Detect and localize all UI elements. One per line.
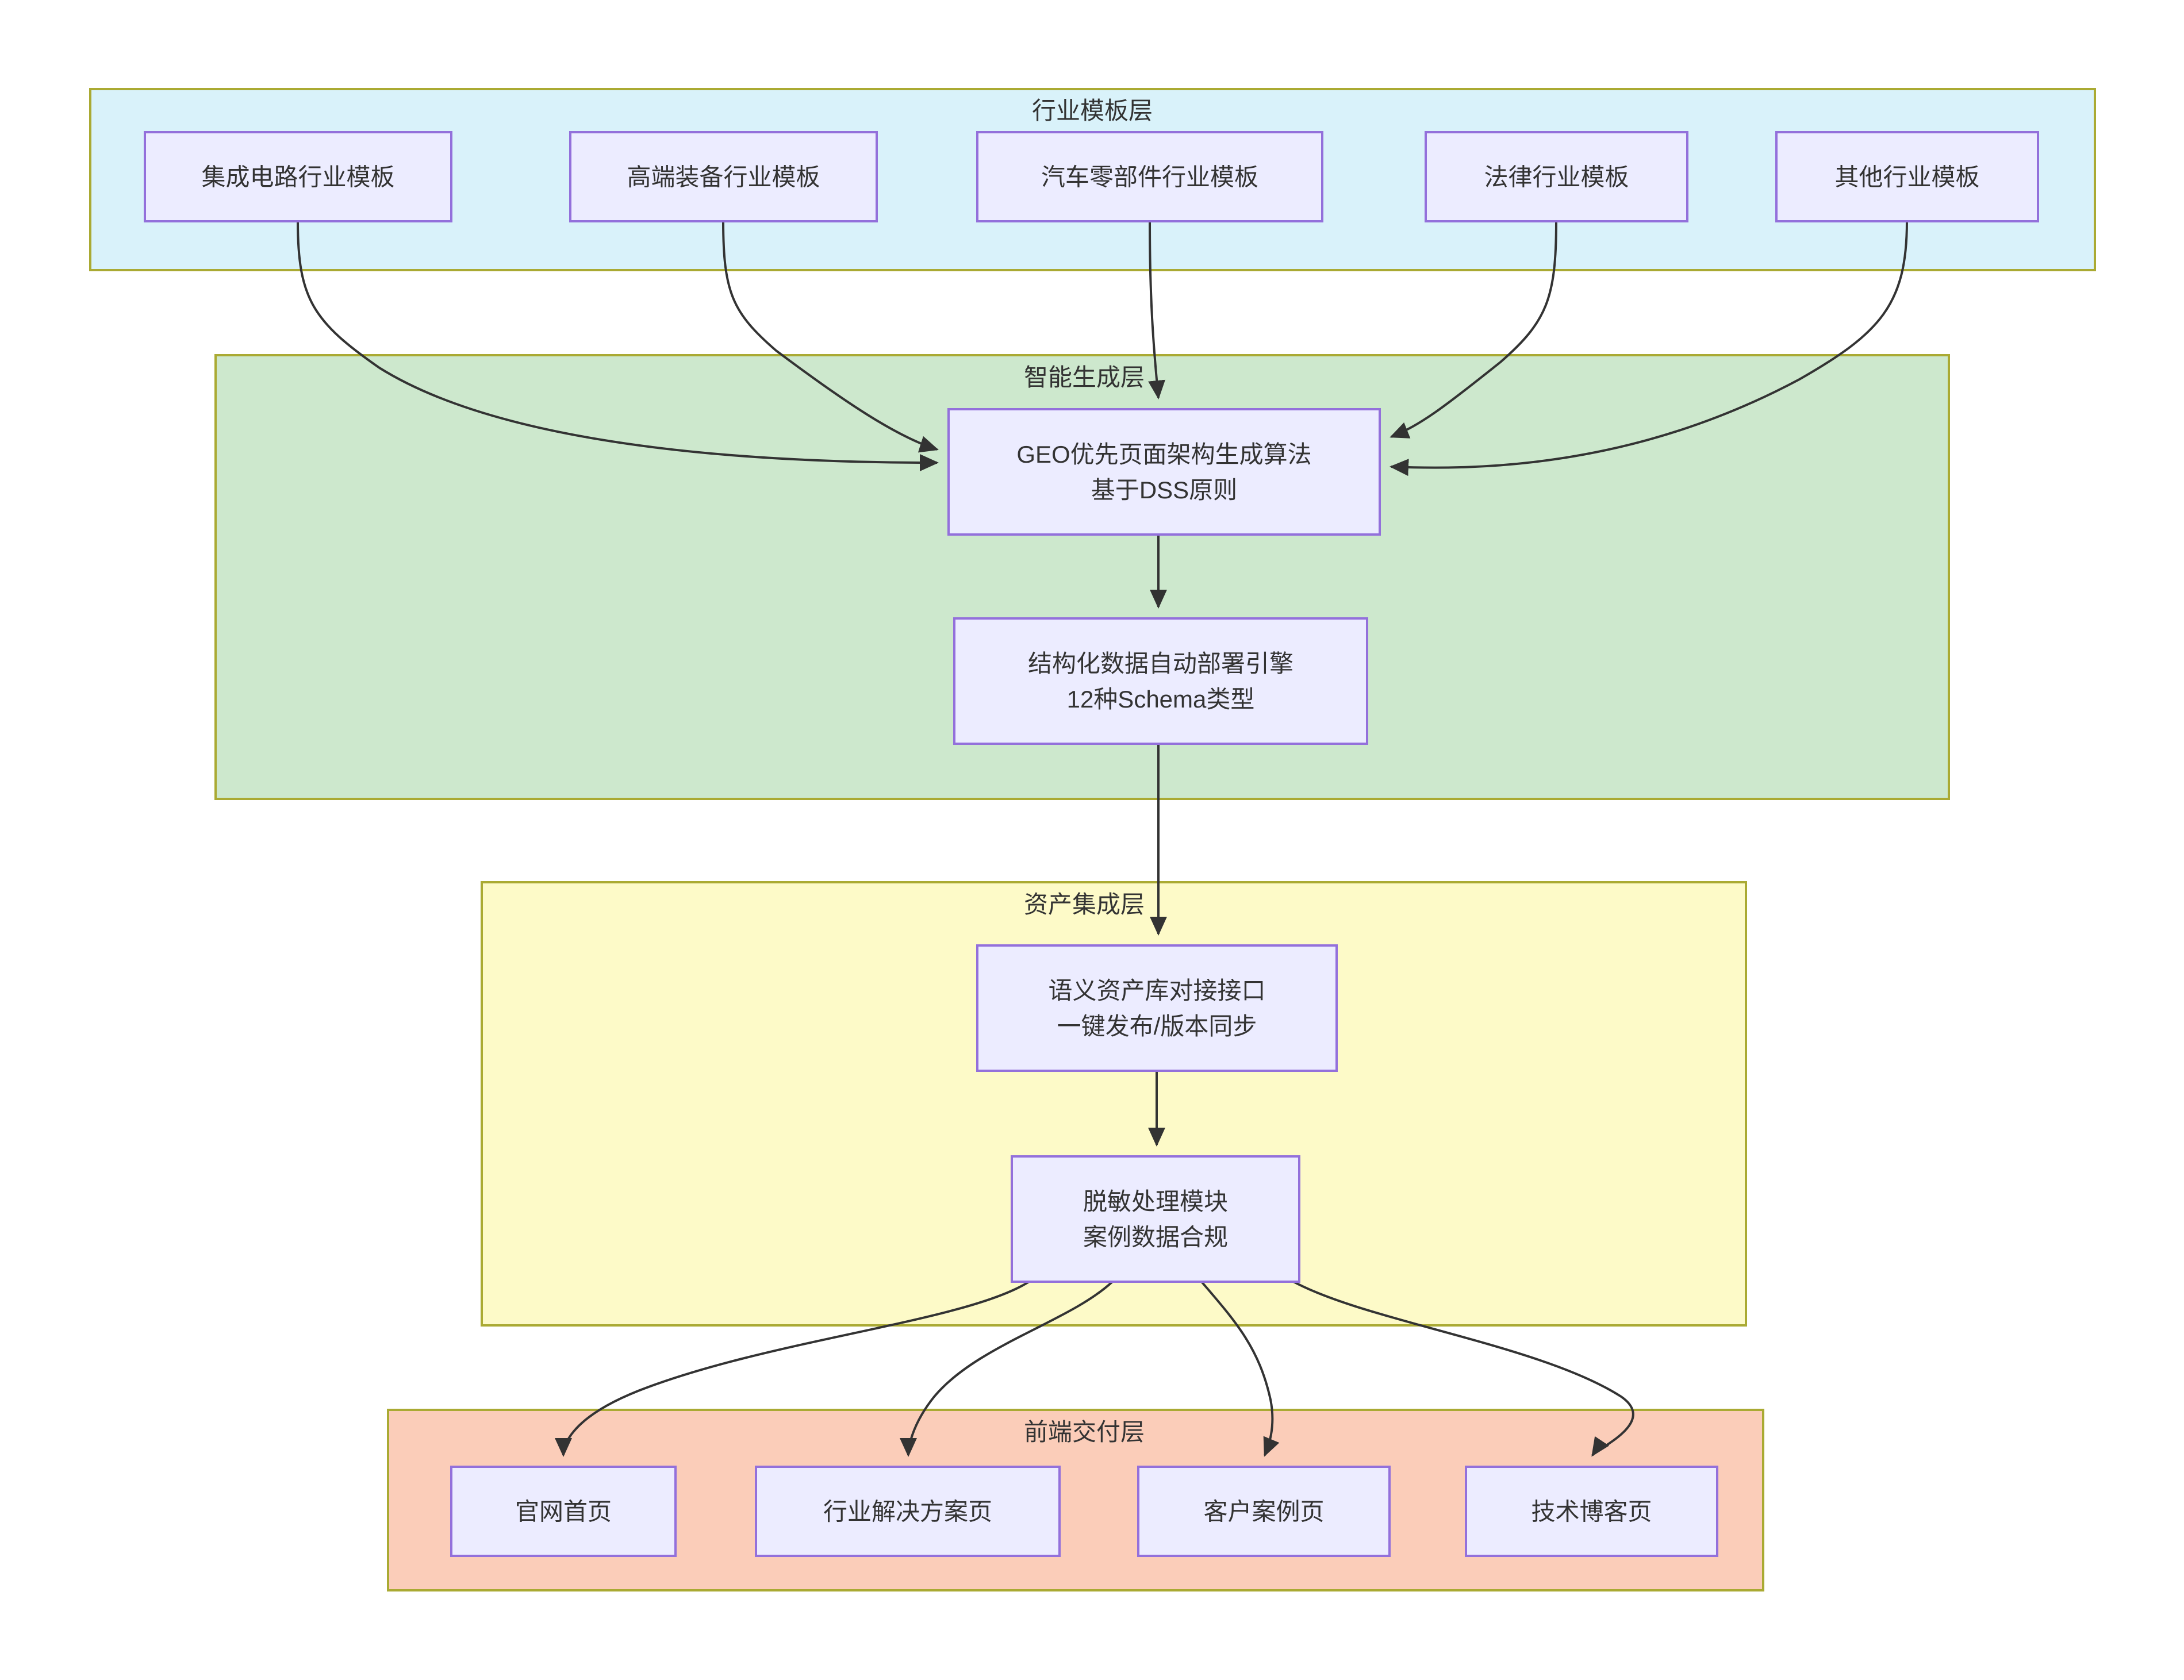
edge-auto-parts-template-to-geo-algorithm [1148, 221, 1166, 399]
node-label: 12种Schema类型 [1067, 686, 1255, 713]
edge-desensitization-to-homepage [555, 1281, 1030, 1457]
node-schema-engine[interactable]: 结构化数据自动部署引擎 12种Schema类型 [953, 617, 1368, 745]
node-industry-solution[interactable]: 行业解决方案页 [755, 1466, 1061, 1557]
node-auto-parts-template[interactable]: 汽车零部件行业模板 [976, 131, 1323, 222]
node-label: 技术博客页 [1531, 1498, 1652, 1525]
node-label: 脱敏处理模块 [1083, 1188, 1228, 1215]
cluster-title: 智能生成层 [1024, 364, 1145, 391]
node-label: 行业解决方案页 [823, 1498, 992, 1525]
node-box[interactable] [1011, 1155, 1300, 1283]
edge-desensitization-to-tech-blog [1293, 1281, 1634, 1457]
node-label: GEO优先页面架构生成算法 [1016, 441, 1311, 468]
node-box[interactable] [1425, 131, 1688, 222]
node-customer-case[interactable]: 客户案例页 [1137, 1466, 1391, 1557]
node-box[interactable] [144, 131, 452, 222]
node-box[interactable] [569, 131, 878, 222]
node-box[interactable] [947, 408, 1381, 536]
node-label: 法律行业模板 [1484, 164, 1629, 191]
edge-desensitization-to-customer-case [1200, 1281, 1280, 1457]
node-label: 其他行业模板 [1834, 164, 1979, 191]
cluster-title: 前端交付层 [1024, 1418, 1145, 1446]
node-box[interactable] [1775, 131, 2039, 222]
node-box[interactable] [976, 131, 1323, 222]
node-label: 汽车零部件行业模板 [1041, 164, 1258, 191]
node-box[interactable] [953, 617, 1368, 745]
node-equipment-template[interactable]: 高端装备行业模板 [569, 131, 878, 222]
node-label: 高端装备行业模板 [627, 164, 820, 191]
node-label: 结构化数据自动部署引擎 [1028, 650, 1293, 677]
node-label: 语义资产库对接接口 [1048, 977, 1265, 1004]
node-other-template[interactable]: 其他行业模板 [1775, 131, 2039, 222]
edge-other-template-to-geo-algorithm [1390, 221, 1908, 476]
edge-desensitization-to-industry-solution [900, 1281, 1114, 1457]
node-group: 集成电路行业模板 高端装备行业模板 汽车零部件行业模板 法律行业模板 其他行业模板 GEO… [144, 131, 2039, 1557]
node-box[interactable] [755, 1466, 1061, 1557]
edge-ic-template-to-geo-algorithm [297, 221, 939, 471]
node-label: 案例数据合规 [1083, 1224, 1228, 1251]
cluster-title: 资产集成层 [1024, 891, 1145, 918]
node-label: 集成电路行业模板 [201, 164, 394, 191]
edge-legal-template-to-geo-algorithm [1390, 221, 1557, 439]
edge-group [297, 221, 1908, 1457]
node-box[interactable] [1465, 1466, 1718, 1557]
cluster-title: 行业模板层 [1032, 97, 1153, 124]
node-label: 基于DSS原则 [1091, 476, 1237, 503]
edge-equipment-template-to-geo-algorithm [722, 221, 939, 453]
node-label: 一键发布/版本同步 [1057, 1013, 1257, 1040]
node-label: 官网首页 [515, 1498, 612, 1525]
node-box[interactable] [450, 1466, 677, 1557]
node-box[interactable] [1137, 1466, 1391, 1557]
node-tech-blog[interactable]: 技术博客页 [1465, 1466, 1718, 1557]
node-box[interactable] [976, 944, 1338, 1072]
node-homepage[interactable]: 官网首页 [450, 1466, 677, 1557]
node-ic-template[interactable]: 集成电路行业模板 [144, 131, 452, 222]
node-label: 客户案例页 [1203, 1498, 1324, 1525]
node-legal-template[interactable]: 法律行业模板 [1425, 131, 1688, 222]
